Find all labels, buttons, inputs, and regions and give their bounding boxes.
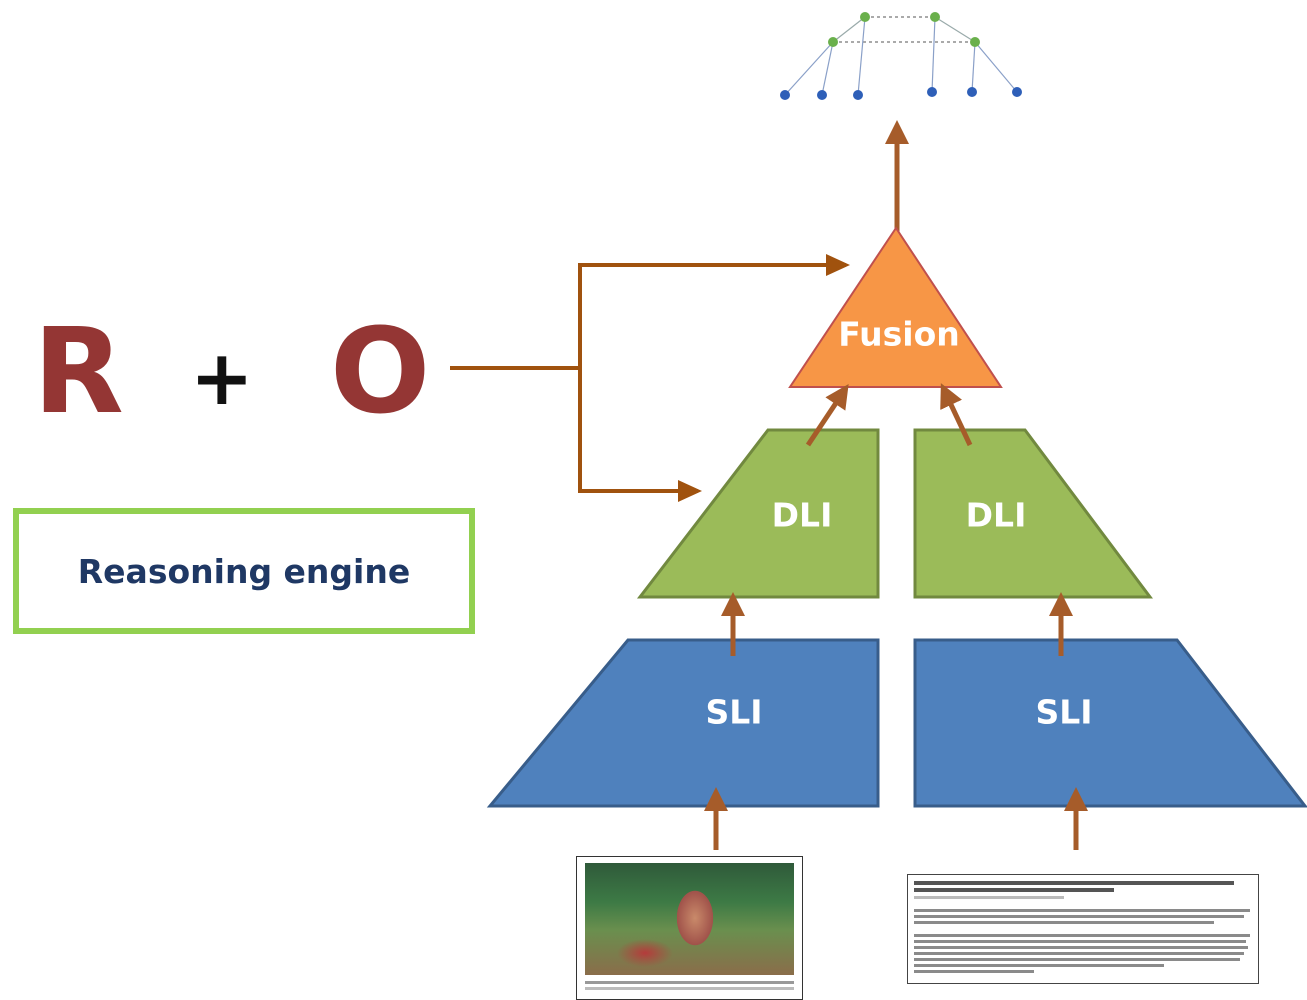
graph-leaf-node bbox=[1012, 87, 1022, 97]
sli-right-shape bbox=[913, 638, 1307, 808]
dli-right-to-fusion-arrow bbox=[940, 383, 973, 447]
formula-r: R bbox=[33, 302, 124, 440]
graph-leaf-node bbox=[780, 90, 790, 100]
dli-left-label: DLI bbox=[771, 495, 833, 535]
dli-right-shape bbox=[913, 428, 1153, 599]
athlete-photo bbox=[585, 863, 794, 975]
dli-right-label: DLI bbox=[965, 495, 1027, 535]
sli-left-label: SLI bbox=[705, 692, 763, 732]
graph-node bbox=[930, 12, 940, 22]
dli-left-to-fusion-arrow bbox=[805, 384, 849, 447]
input-image-document bbox=[576, 856, 803, 1000]
formula-plus: + bbox=[190, 333, 254, 422]
graph-leaf-node bbox=[853, 90, 863, 100]
graph-node bbox=[860, 12, 870, 22]
graph-leaf-node bbox=[927, 87, 937, 97]
photo-caption-lines bbox=[585, 981, 794, 984]
reasoning-engine-box: Reasoning engine bbox=[13, 508, 475, 634]
graph-leaf-node bbox=[817, 90, 827, 100]
reasoning-connector bbox=[450, 254, 850, 502]
formula-o: O bbox=[330, 302, 431, 440]
output-graph bbox=[780, 12, 1022, 100]
graph-node bbox=[970, 37, 980, 47]
graph-leaf-node bbox=[967, 87, 977, 97]
sli-right-label: SLI bbox=[1035, 692, 1093, 732]
reasoning-engine-label: Reasoning engine bbox=[77, 551, 411, 591]
sli-left-shape bbox=[486, 638, 880, 808]
dli-left-shape bbox=[636, 428, 880, 599]
input-text-document bbox=[907, 874, 1259, 984]
fusion-label: Fusion bbox=[838, 314, 960, 354]
fusion-triangle bbox=[788, 226, 1003, 388]
graph-node bbox=[828, 37, 838, 47]
